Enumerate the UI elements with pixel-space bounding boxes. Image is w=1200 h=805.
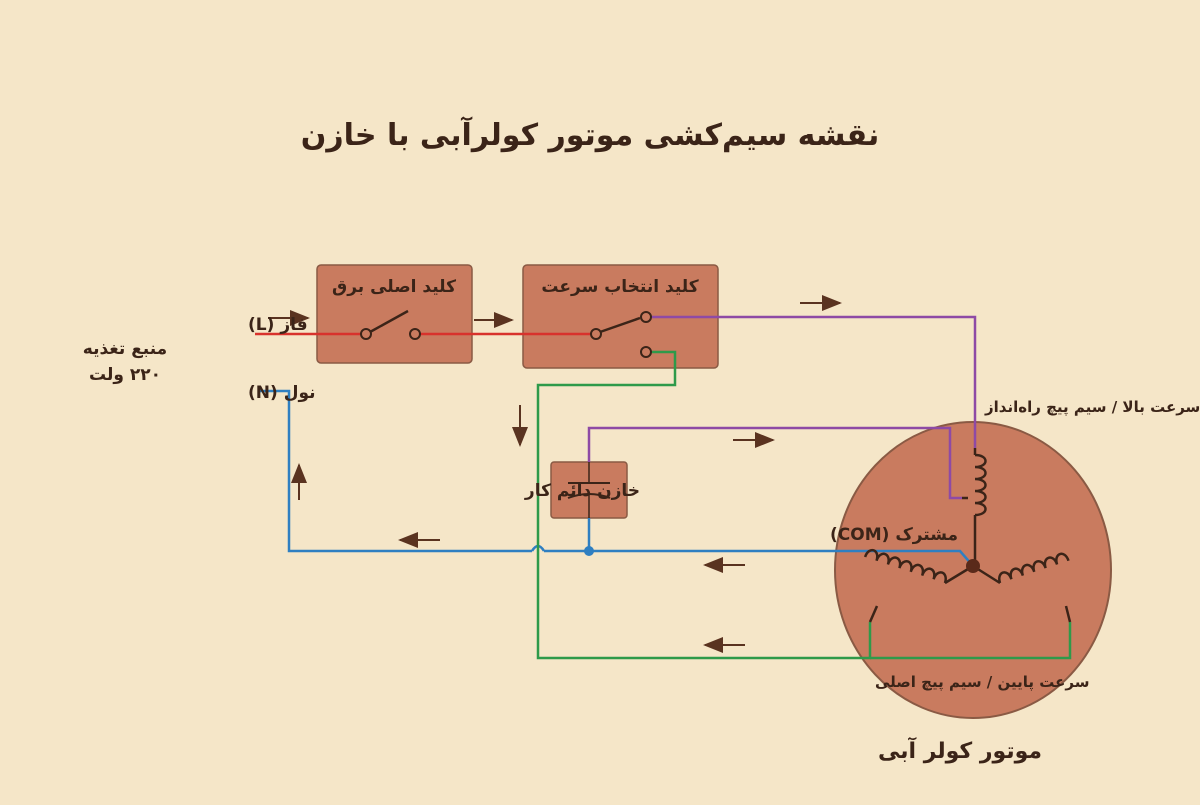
diagram-title: نقشه سیم‌کشی موتور کولرآبی با خازن [301,116,880,153]
high-speed-wire [652,315,977,448]
capacitor-label: خازن دائم کار [524,481,640,501]
speed-switch-lever [599,316,641,334]
speed-switch-label: کلید انتخاب سرعت [541,277,698,297]
motor-label: موتور کولر آبی [878,736,1042,764]
main-switch-label: کلید اصلی برق [332,277,456,297]
motor-common-node [966,559,980,573]
main-switch-lever [369,309,409,334]
supply-label-line1: منبع تغذیه [83,339,167,359]
common-label: مشترک (COM) [830,525,958,545]
speed-switch-common [590,328,602,340]
low-speed-label: سرعت پایین / سیم پیچ اصلی [875,673,1089,692]
low-speed-return [870,622,1072,660]
starter-winding-wire [587,426,962,500]
main-winding-coil-left [863,548,947,584]
supply-label-line2: ۲۲۰ ولت [89,365,161,385]
speed-switch-low [640,346,652,358]
start-winding-coil [962,453,987,517]
capacitor-junction [584,546,594,556]
neutral-wire [258,389,532,553]
neutral-label: نول (N) [248,383,316,403]
phase-label: فاز (L) [248,315,308,335]
main-switch-contact-1 [360,328,372,340]
main-winding-coil-right [998,552,1070,584]
speed-switch-high [640,311,652,323]
main-switch-box [316,264,473,364]
high-speed-label: سرعت بالا / سیم پیچ راه‌انداز [984,398,1200,417]
main-switch-contact-2 [409,328,421,340]
